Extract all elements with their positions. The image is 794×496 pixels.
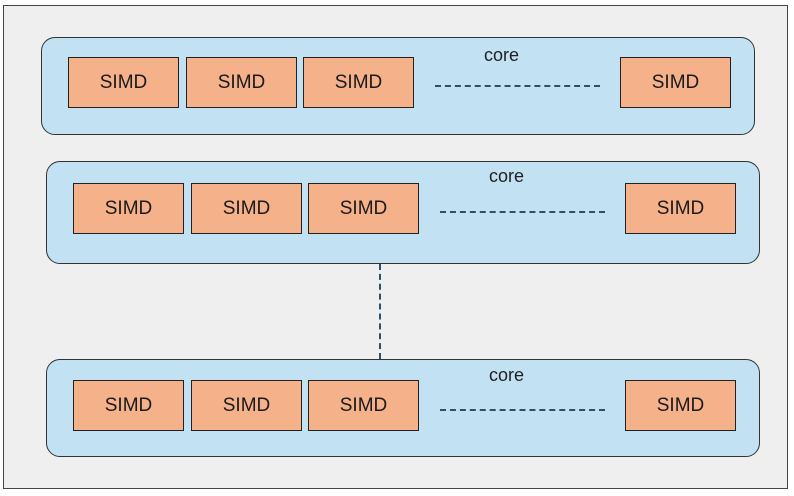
core-block: core SIMD SIMD SIMD SIMD <box>46 359 760 457</box>
simd-unit: SIMD <box>191 380 302 431</box>
simd-unit: SIMD <box>303 57 414 108</box>
ellipsis-connector <box>435 85 600 87</box>
simd-unit: SIMD <box>186 57 297 108</box>
simd-unit: SIMD <box>308 380 419 431</box>
simd-unit: SIMD <box>191 183 302 234</box>
ellipsis-connector <box>440 409 605 411</box>
core-label: core <box>484 45 520 65</box>
simd-unit: SIMD <box>68 57 179 108</box>
core-block: core SIMD SIMD SIMD SIMD <box>41 37 755 135</box>
core-block: core SIMD SIMD SIMD SIMD <box>46 161 760 264</box>
core-label: core <box>489 166 525 186</box>
simd-unit: SIMD <box>308 183 419 234</box>
ellipsis-connector <box>440 211 605 213</box>
simd-unit: SIMD <box>625 380 736 431</box>
simd-unit: SIMD <box>625 183 736 234</box>
vertical-ellipsis-connector <box>379 264 381 359</box>
simd-unit: SIMD <box>620 57 731 108</box>
simd-unit: SIMD <box>73 183 184 234</box>
core-label: core <box>489 365 525 385</box>
simd-unit: SIMD <box>73 380 184 431</box>
diagram-frame: core SIMD SIMD SIMD SIMD core SIMD SIMD … <box>3 5 788 489</box>
